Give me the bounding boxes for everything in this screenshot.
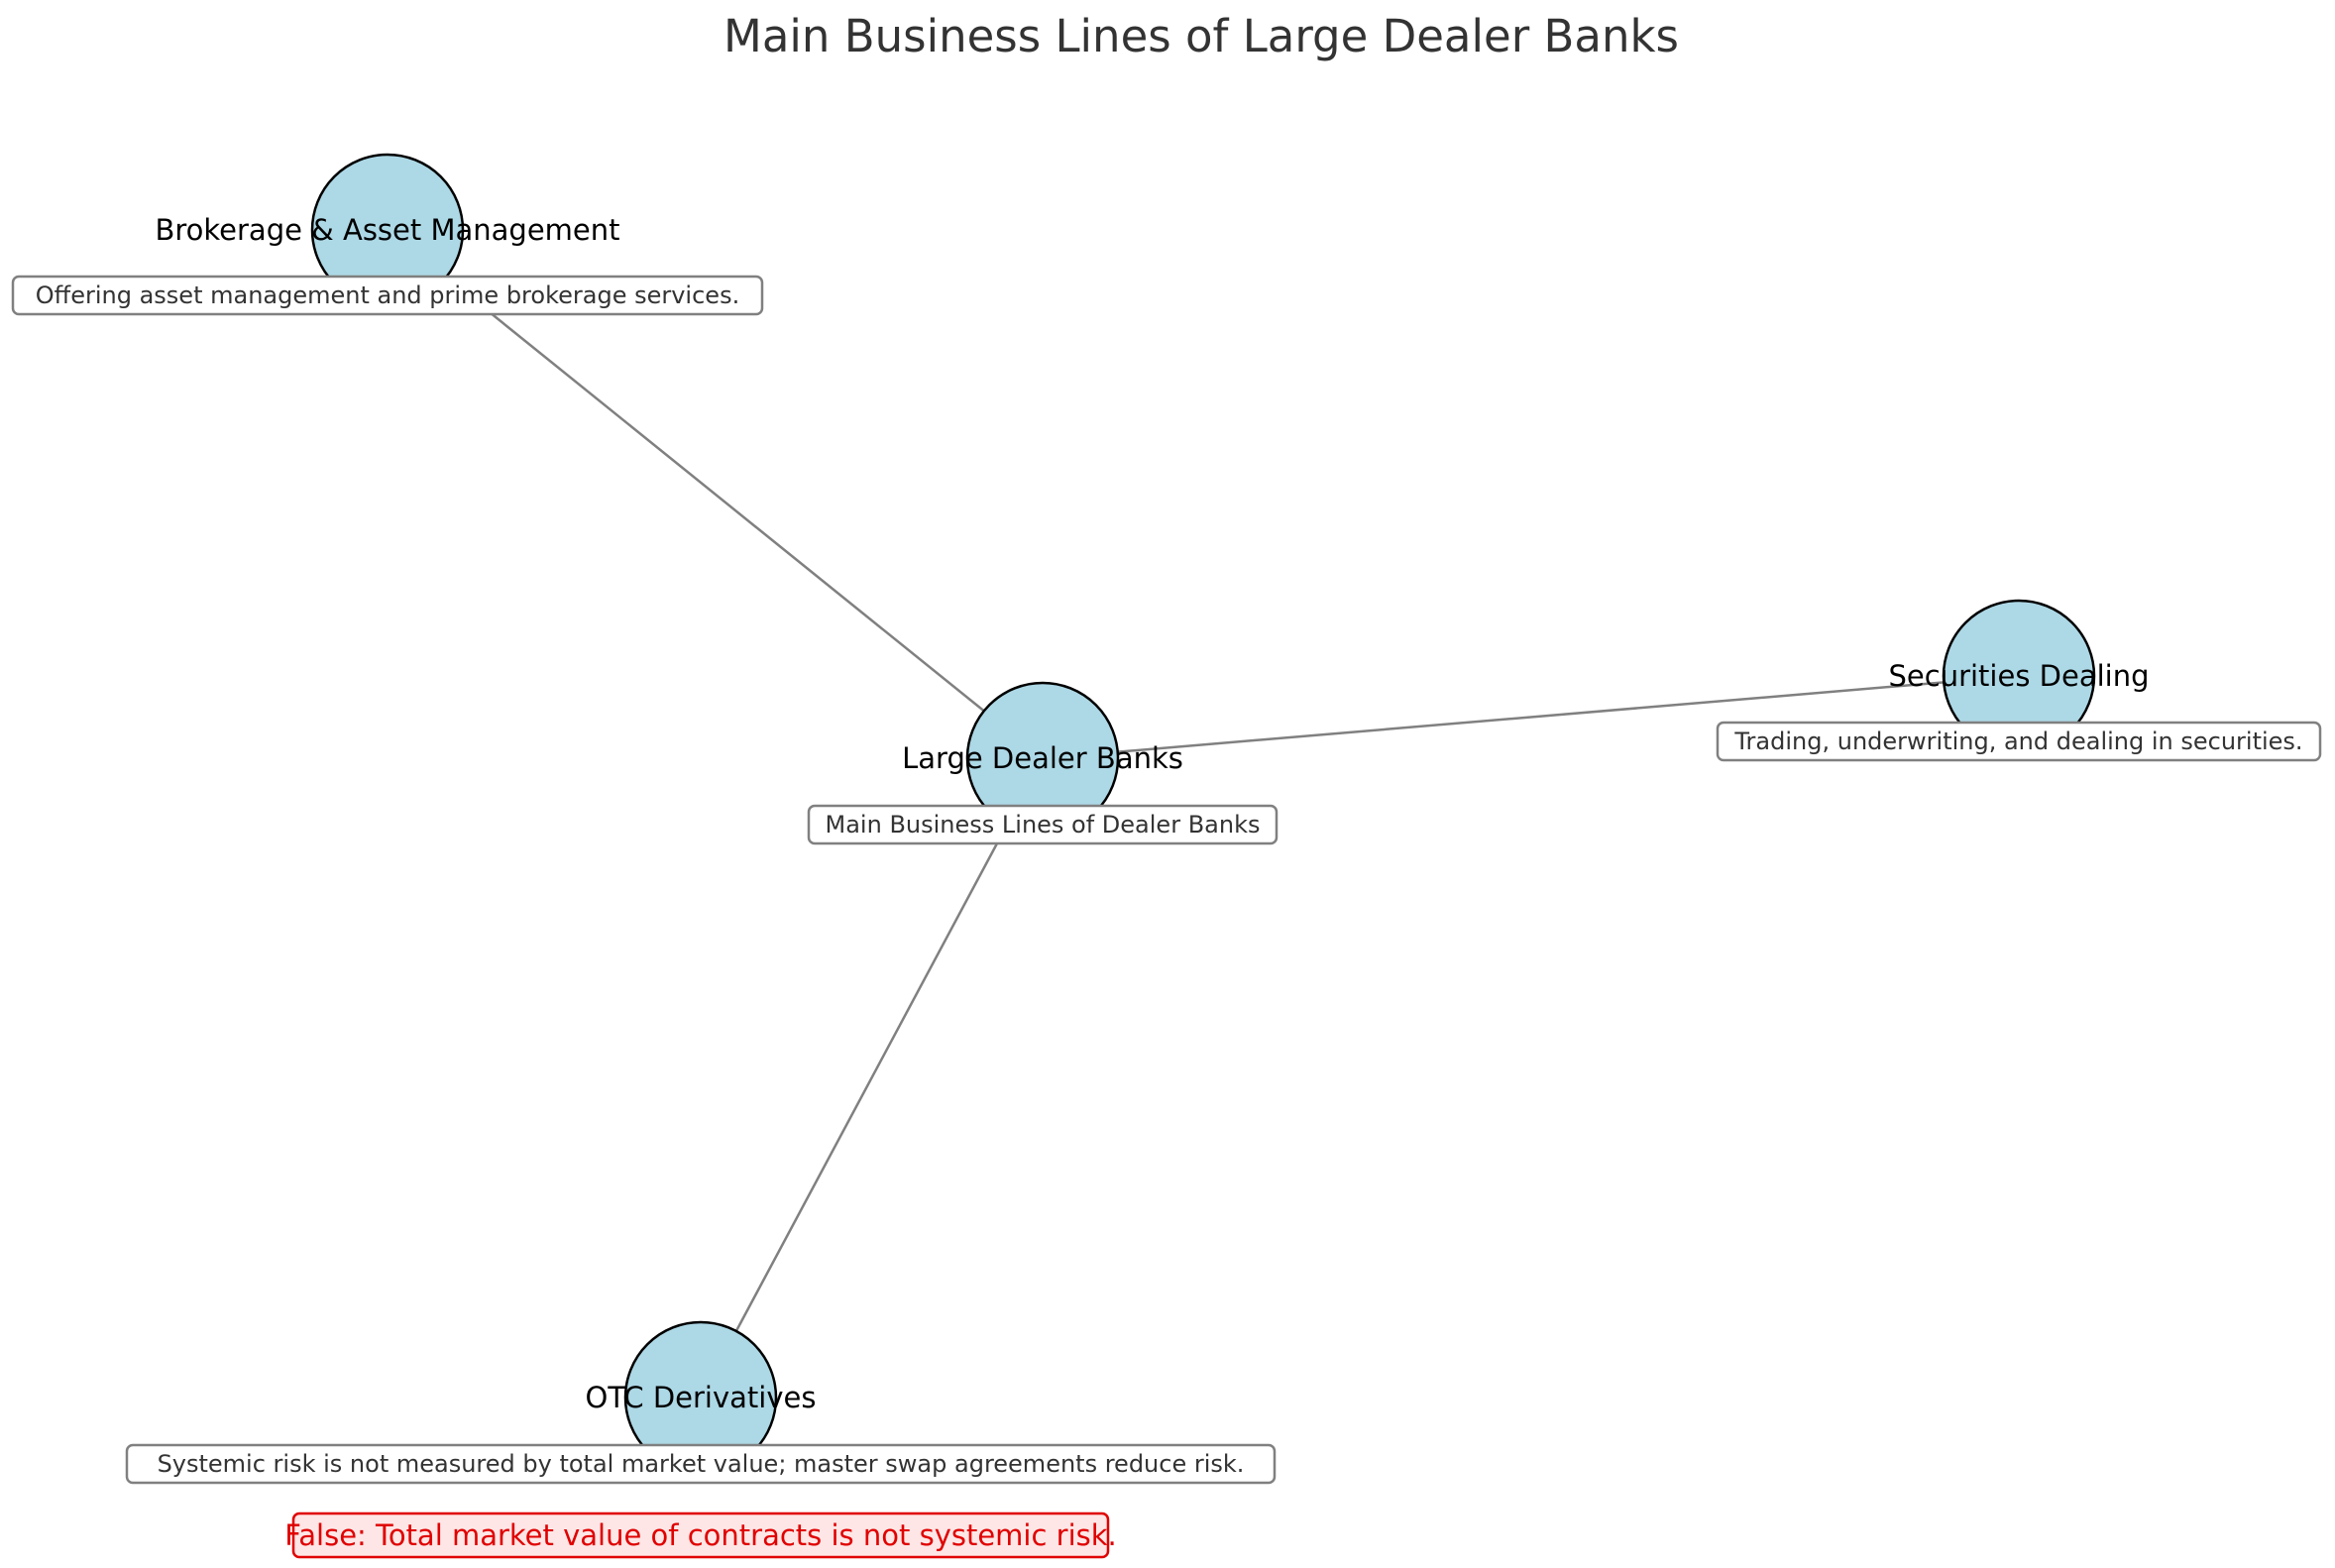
false-note: False: Total market value of contracts i… [284,1512,1117,1559]
node-center-label: Large Dealer Banks [902,741,1183,775]
desc-brokerage-text: Offering asset management and prime brok… [36,281,739,309]
edge-center-brokerage [387,229,1044,759]
desc-otc-text: Systemic risk is not measured by total m… [158,1450,1245,1478]
false-note-text: False: Total market value of contracts i… [284,1518,1117,1552]
desc-brokerage: Offering asset management and prime brok… [11,275,764,316]
node-center: Large Dealer Banks [902,681,1183,836]
desc-securities-text: Trading, underwriting, and dealing in se… [1733,728,2302,755]
node-brokerage: Brokerage & Asset Management [155,153,620,307]
edge-center-securities [1042,674,2020,760]
false-note-box [291,1512,1110,1559]
node-securities: Securities Dealing [1889,599,2150,753]
node-brokerage-label: Brokerage & Asset Management [155,213,619,247]
nodes-group: Brokerage & Asset Management Securities … [155,153,2150,1475]
desc-securities: Trading, underwriting, and dealing in se… [1716,721,2322,762]
desc-brokerage-box [11,275,764,316]
diagram-title: Main Business Lines of Large Dealer Bank… [723,10,1679,62]
desc-otc-box [125,1443,1277,1485]
desc-center-box [807,804,1279,845]
node-otc: OTC Derivatives [586,1320,817,1475]
edge-center-otc [699,757,1045,1399]
desc-center: Main Business Lines of Dealer Banks [807,804,1279,845]
desc-securities-box [1716,721,2322,762]
node-securities-label: Securities Dealing [1889,659,2150,693]
desc-otc: Systemic risk is not measured by total m… [125,1443,1277,1485]
description-boxes: Offering asset management and prime brok… [11,275,2322,1485]
edges-group [387,229,2020,1399]
desc-center-text: Main Business Lines of Dealer Banks [826,811,1261,839]
node-otc-label: OTC Derivatives [586,1381,817,1414]
